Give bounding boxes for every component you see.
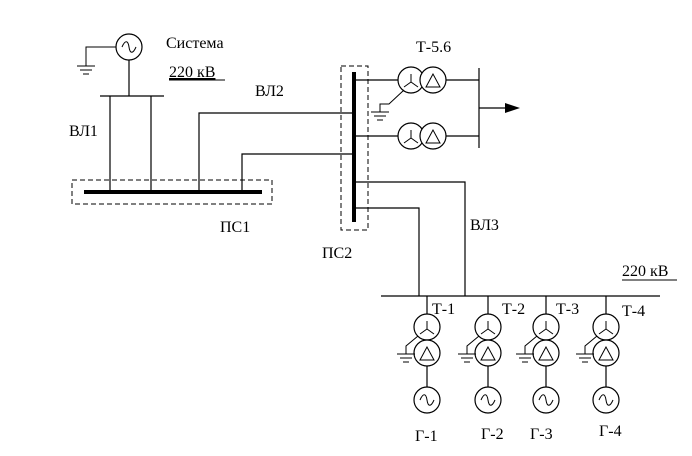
system-label: Система: [166, 35, 224, 52]
t3-label: Т-3: [556, 301, 579, 318]
transformer-winding-icon: [413, 339, 441, 367]
transformer-winding-icon: [474, 339, 502, 367]
ps1-label: ПС1: [220, 219, 250, 236]
unit-2: [458, 296, 502, 414]
t1-label: Т-1: [432, 301, 455, 318]
voltage-top-label: 220 кВ: [169, 64, 215, 81]
g1-label: Г-1: [415, 428, 438, 445]
transformer-winding-icon: [592, 339, 620, 367]
transformer-winding-icon: [419, 66, 447, 94]
vl2-label: ВЛ2: [255, 83, 284, 100]
ground-icon: [370, 111, 390, 121]
ps2-boundary: [340, 65, 369, 231]
transformer-winding-icon: [419, 122, 447, 150]
ground-icon: [76, 65, 96, 75]
t56-label: Т-5.6: [416, 39, 451, 56]
transformer-t5: [354, 66, 479, 121]
transformer-winding-icon: [532, 339, 560, 367]
g2-label: Г-2: [481, 426, 504, 443]
vl3-line-b: [354, 207, 420, 296]
vl3-line-a: [354, 181, 466, 296]
vl2-line-a: [198, 112, 354, 192]
system-source: [76, 33, 164, 192]
g4-label: Г-4: [599, 423, 622, 440]
unit-4: [576, 296, 620, 414]
transformer-t6: [354, 122, 479, 150]
voltage-bottom-label: 220 кВ: [622, 263, 668, 280]
ps1-boundary: [71, 179, 273, 205]
ps2-label: ПС2: [322, 245, 352, 262]
vl2-line-b: [241, 153, 354, 192]
t4-label: Т-4: [622, 303, 645, 320]
unit-3: [516, 296, 560, 414]
g3-label: Г-3: [530, 426, 553, 443]
vl3-label: ВЛ3: [470, 217, 499, 234]
load-arrow-icon: [505, 103, 520, 113]
unit-1: [397, 296, 441, 414]
t2-label: Т-2: [502, 301, 525, 318]
vl1-label: ВЛ1: [69, 123, 98, 140]
